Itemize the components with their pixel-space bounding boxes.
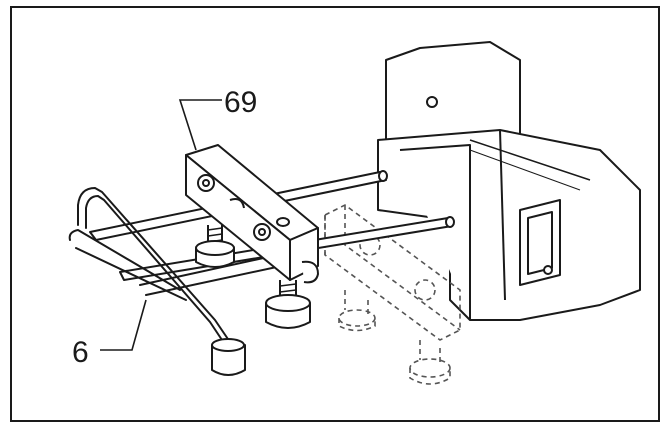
machine-body xyxy=(377,41,641,321)
leader-line-6 xyxy=(100,299,147,351)
callout-69: 69 xyxy=(178,86,257,151)
adjusting-screws xyxy=(195,225,311,329)
callout-label-6: 6 xyxy=(72,336,89,369)
callout-6: 6 xyxy=(72,299,147,369)
alternate-position-bracket xyxy=(324,204,461,385)
bracket-part-69 xyxy=(185,144,319,284)
leader-line-69 xyxy=(178,99,222,151)
callout-label-69: 69 xyxy=(224,86,257,119)
